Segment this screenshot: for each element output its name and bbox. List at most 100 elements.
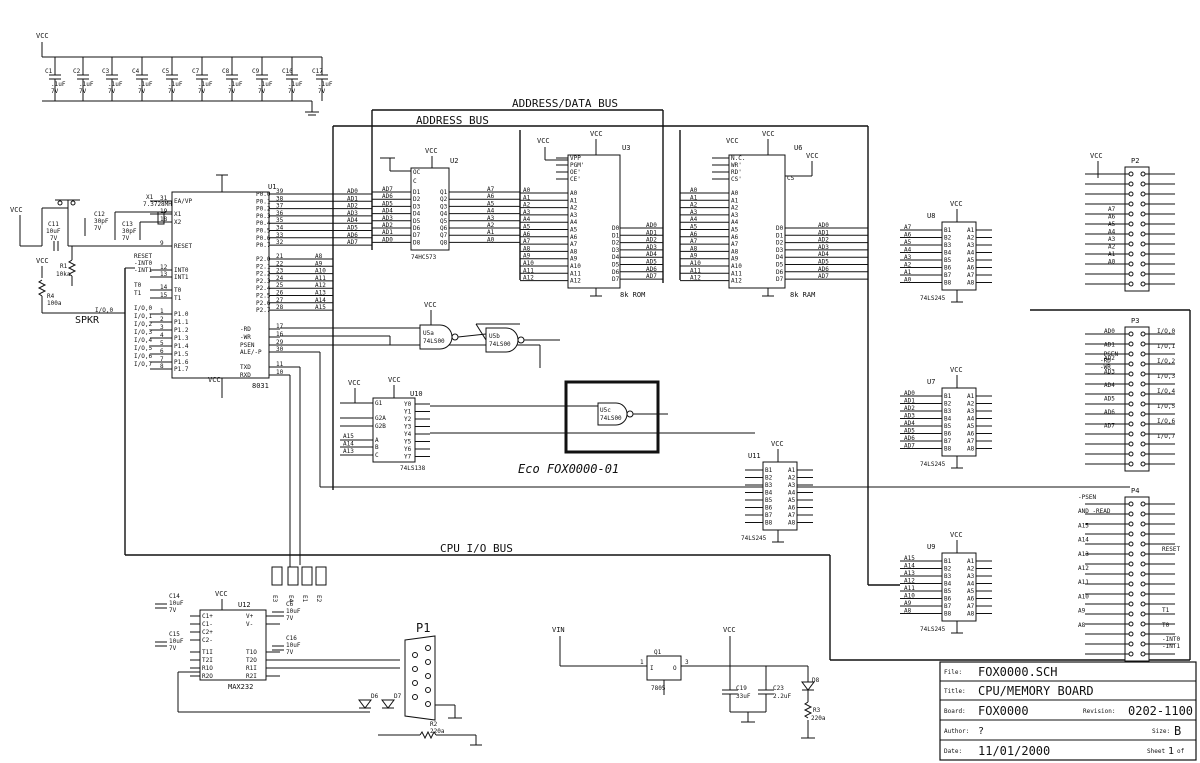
vcc-label: VCC	[806, 152, 819, 160]
power-supply: VIN Q1 7805 1 3 I O VCC C19 33uF C23 2.2…	[552, 626, 826, 739]
cap-voltage: 7V	[286, 649, 294, 656]
c11-value: 10uF	[46, 228, 61, 235]
u1-ctrl-pin: ALE/-P	[240, 349, 262, 356]
u3-addr-pin: A9	[570, 256, 578, 263]
buffer-a-pin: A6	[967, 265, 975, 272]
u1-ctrl-number: 29	[276, 339, 284, 346]
u2-out-net: A2	[487, 222, 495, 229]
p3-right-net: I/O,0	[1157, 328, 1175, 335]
address-data-bus-label: ADDRESS/DATA BUS	[512, 97, 618, 110]
u2-in-net: AD6	[382, 193, 393, 200]
u6-ctrl-pin: N.C.	[731, 155, 745, 162]
buffer-a-pin: A1	[967, 558, 975, 565]
u1-p2-number: 27	[276, 297, 284, 304]
u1-pin-name: P1.0	[174, 311, 189, 318]
cap-value: .1uF	[168, 81, 183, 88]
u3-addr-pin: A1	[570, 197, 578, 204]
u1-left-net: I/O,1	[134, 313, 152, 320]
u1-p2-pin: P2.6	[256, 300, 271, 307]
u2-q-pin: Q4	[440, 211, 448, 218]
u1-p0-net: AD4	[347, 217, 358, 224]
buffer-type: 74LS245	[920, 461, 946, 468]
u2-in-net: AD2	[382, 222, 393, 229]
revision-value: 0202-1100	[1128, 704, 1193, 718]
buffer-a-pin: A7	[788, 512, 796, 519]
d8-ref: D8	[812, 677, 820, 684]
buffer-net: A5	[904, 239, 912, 246]
u6-data-pin: D7	[776, 276, 784, 283]
c23-value: 2.2uF	[773, 693, 791, 700]
u1-pin-name: T0	[174, 287, 182, 294]
u10-input-pin: B	[375, 444, 379, 451]
p4-left-net: -PSEN	[1078, 494, 1096, 501]
c12-voltage: 7V	[94, 225, 102, 232]
q1-pin1: 1	[640, 659, 644, 666]
u1-p2-pin: P2.7	[256, 307, 271, 314]
u1-p0-net: AD1	[347, 195, 358, 202]
c13-value: 30pF	[122, 228, 137, 235]
u12-pin: R1O	[202, 665, 213, 672]
u3-addr-net: A11	[523, 267, 534, 274]
cap-ref: C14	[169, 593, 180, 600]
vcc-label: VCC	[590, 130, 603, 138]
buffer-a-pin: A1	[788, 467, 796, 474]
u1-p0-pin: P0.4	[256, 220, 271, 227]
u1-p0-number: 35	[276, 217, 284, 224]
u1-left-net: RESET	[134, 253, 152, 260]
u1-pin-name: P1.1	[174, 319, 189, 326]
u3-addr-net: A2	[523, 202, 531, 209]
u6-data-pin: D5	[776, 262, 784, 269]
u2-d-pin: D4	[413, 211, 421, 218]
u6-ram: U6 8k RAM VCC VCC VCC CS N.C.WR'RD'CS'A0…	[680, 130, 868, 299]
u3-addr-net: A9	[523, 253, 531, 260]
cap-voltage: 7V	[51, 88, 59, 95]
title-block: File: FOX0000.SCH Title: CPU/MEMORY BOAR…	[939, 661, 1197, 761]
buffer-net: A8	[904, 608, 912, 615]
u6-addr-pin: A0	[731, 190, 739, 197]
author-value: ?	[978, 726, 984, 737]
u1-pin-name: P1.3	[174, 335, 189, 342]
vcc-label: VCC	[771, 440, 784, 448]
cap-value: .1uF	[138, 81, 153, 88]
p4-left-net: A15	[1078, 522, 1089, 529]
u3-addr-net: A5	[523, 224, 531, 231]
p4-left-net: A12	[1078, 565, 1089, 572]
u1-ctrl-number: 10	[276, 369, 284, 376]
u12-pin: T2O	[246, 657, 257, 664]
u2-out-net: A4	[487, 208, 495, 215]
u2-in-net: AD3	[382, 215, 393, 222]
u2-oc-pin: OC	[413, 169, 421, 176]
u6-data-pin: D4	[776, 254, 784, 261]
buffer-a-pin: A8	[967, 280, 975, 287]
u1-p2-net: A10	[315, 268, 326, 275]
u6-addr-net: A1	[690, 194, 698, 201]
p3-right-net: I/O,2	[1157, 358, 1175, 365]
jumper-ref: E1	[301, 595, 308, 603]
buffer-a-pin: A6	[967, 431, 975, 438]
u1-p0-number: 33	[276, 232, 284, 239]
buffer-net: A9	[904, 600, 912, 607]
u5a-type: 74LS00	[423, 338, 445, 345]
buffer-net: A13	[904, 570, 915, 577]
u6-data-pin: D1	[776, 232, 784, 239]
u1-p2-pin: P2.3	[256, 278, 271, 285]
x1-value: 7.3728MHZ	[143, 201, 176, 208]
u10-output-pin: Y3	[404, 424, 412, 431]
u3-data-pin: D4	[612, 254, 620, 261]
u6-data-net: AD4	[818, 251, 829, 258]
jumper-ref: E3	[271, 595, 278, 603]
u6-addr-net: A3	[690, 209, 698, 216]
u3-data-net: AD0	[646, 222, 657, 229]
buffer-b-pin: B6	[944, 431, 952, 438]
u1-p2-number: 22	[276, 260, 284, 267]
vcc-label: VCC	[425, 147, 438, 155]
buffer-b-pin: B2	[944, 401, 952, 408]
file-label: File:	[944, 669, 962, 676]
buffer-a-pin: A3	[788, 482, 796, 489]
u12-pin: T1I	[202, 649, 213, 656]
u1-ref: U1	[268, 183, 276, 191]
u1-p0-pin: P0.1	[256, 198, 271, 205]
u6-addr-net: A4	[690, 216, 698, 223]
buffer-a-pin: A4	[967, 250, 975, 257]
